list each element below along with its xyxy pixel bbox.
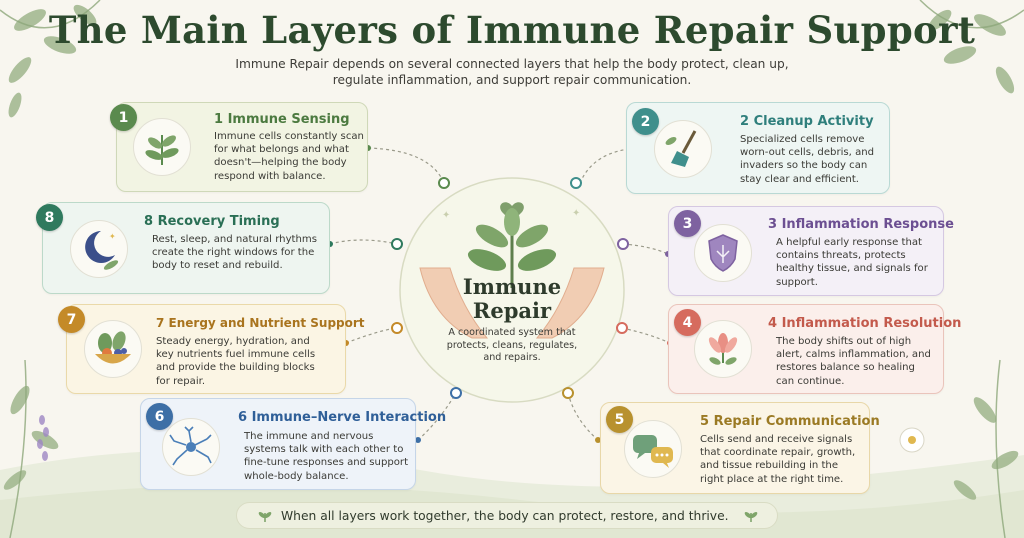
page-subtitle: Immune Repair depends on several connect… — [235, 57, 789, 87]
card-description: Rest, sleep, and natural rhythms create … — [152, 234, 317, 272]
neuron-icon — [162, 418, 220, 476]
card-inflammation-resolution — [668, 304, 944, 394]
badge-5: 5 — [606, 406, 633, 433]
card-title: 3 Inflammation Response — [768, 217, 954, 232]
center-title: Immune Repair — [462, 274, 562, 323]
card-title: 1 Immune Sensing — [214, 112, 350, 127]
svg-text:✦: ✦ — [442, 210, 450, 221]
card-title: 8 Recovery Timing — [144, 214, 280, 229]
card-description: Cells send and receive signals that coor… — [700, 434, 856, 485]
badge-1: 1 — [110, 104, 137, 131]
leaf-icon — [744, 512, 758, 522]
card-description: Immune cells constantly scan for what be… — [214, 131, 364, 182]
lotus-flower-icon — [694, 320, 752, 378]
card-description: The immune and nervous systems talk with… — [244, 431, 409, 482]
plant-sprout-icon — [133, 118, 191, 176]
footer-text: When all layers work together, the body … — [281, 509, 729, 523]
speech-bubbles-icon — [624, 420, 682, 478]
badge-8: 8 — [36, 204, 63, 231]
card-description: A helpful early response that contains t… — [776, 237, 928, 288]
svg-text:✦: ✦ — [109, 232, 116, 241]
page-title: The Main Layers of Immune Repair Support — [48, 8, 976, 52]
shield-icon — [694, 224, 752, 282]
badge-3: 3 — [674, 210, 701, 237]
moon-icon: ✦ — [70, 220, 128, 278]
badge-6: 6 — [146, 403, 173, 430]
card-title: 5 Repair Communication — [700, 414, 880, 429]
hands-plant-icon: ✦ ✦ — [419, 202, 605, 339]
card-description: The body shifts out of high alert, calms… — [776, 336, 931, 387]
card-title: 7 Energy and Nutrient Support — [156, 316, 365, 330]
broom-icon — [654, 120, 712, 178]
card-description: Steady energy, hydration, and key nutrie… — [156, 336, 316, 387]
card-title: 4 Inflammation Resolution — [768, 316, 962, 331]
card-title: 2 Cleanup Activity — [740, 114, 874, 129]
food-bowl-icon — [84, 320, 142, 378]
badge-4: 4 — [674, 309, 701, 336]
svg-text:✦: ✦ — [572, 208, 580, 219]
card-description: Specialized cells remove worn-out cells,… — [740, 134, 875, 185]
center-description: A coordinated system that protects, clea… — [446, 327, 578, 364]
footer-banner: When all layers work together, the body … — [236, 502, 778, 529]
card-title: 6 Immune–Nerve Interaction — [238, 410, 447, 425]
badge-7: 7 — [58, 306, 85, 333]
leaf-icon — [258, 512, 272, 522]
badge-2: 2 — [632, 108, 659, 135]
